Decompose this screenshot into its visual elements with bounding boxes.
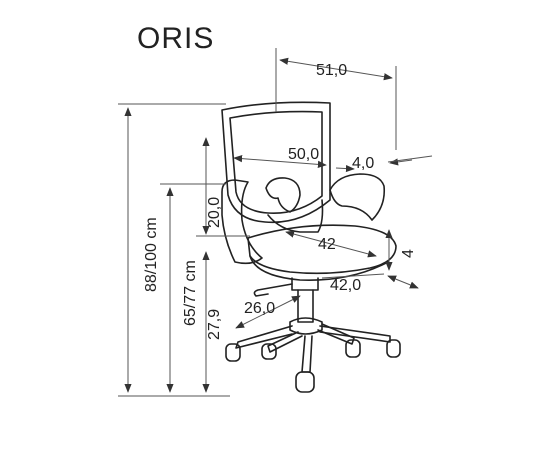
label-backrest-height: 20,0	[206, 197, 223, 228]
backrest	[221, 101, 331, 224]
label-base-radius: 26,0	[244, 300, 275, 317]
label-seat-height: 65/77 cm	[182, 260, 199, 326]
arm-pad-center	[265, 177, 301, 213]
product-title: ORIS	[137, 22, 215, 55]
backrest-mesh	[229, 110, 323, 214]
chair-drawing	[221, 101, 401, 393]
label-arm-gap: 4,0	[352, 155, 374, 172]
leg-right	[317, 323, 355, 345]
base-hub	[289, 317, 323, 335]
label-seat-thickness: 4	[400, 249, 417, 258]
casters	[225, 339, 401, 393]
dimension-lines	[118, 48, 433, 397]
label-total-height: 88/100 cm	[143, 217, 160, 292]
seat-edge	[249, 255, 389, 281]
leg-front-left	[267, 331, 303, 353]
leg-back-right	[319, 325, 391, 343]
label-overall-width: 51,0	[316, 62, 347, 79]
leg-front	[301, 335, 313, 373]
label-backrest-width: 50,0	[288, 146, 319, 163]
label-seat-depth: 42,0	[330, 277, 361, 294]
label-seat-to-floor: 27,9	[206, 309, 223, 340]
mechanism-lever	[253, 283, 293, 297]
dimension-labels: 88/100 cm 65/77 cm 20,0 27,9 51,0 50,0 4…	[143, 62, 417, 340]
label-seat-width: 42	[318, 236, 336, 253]
armrest-right	[329, 173, 386, 221]
